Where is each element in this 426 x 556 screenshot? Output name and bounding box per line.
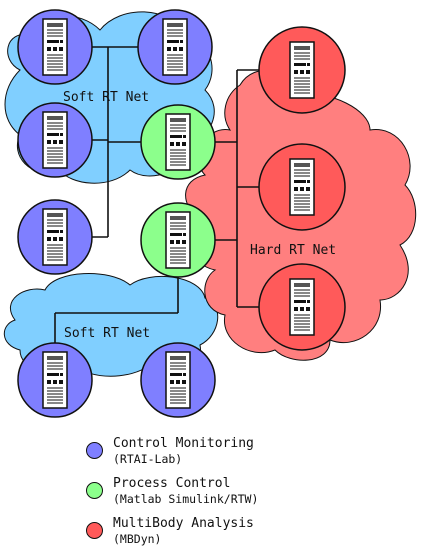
computer-tower-icon: [42, 208, 68, 266]
process-control-node-upper: [140, 104, 216, 180]
legend-item-control-monitoring: Control Monitoring (RTAI-Lab): [86, 436, 416, 476]
computer-tower-icon: [165, 351, 191, 409]
monitoring-color-swatch: [86, 442, 103, 459]
multibody-node-bottom: [258, 263, 346, 351]
computer-tower-icon: [42, 351, 68, 409]
process-control-node-lower: [140, 202, 216, 278]
soft-rt-net-bottom-label: Soft RT Net: [64, 326, 150, 341]
computer-tower-icon: [165, 113, 191, 171]
monitoring-node-mid-left: [17, 102, 93, 178]
multibody-node-middle: [258, 143, 346, 231]
legend-subtitle: (RTAI-Lab): [113, 452, 183, 466]
legend-title: Control Monitoring: [113, 436, 254, 451]
monitoring-node-top-left: [17, 9, 93, 85]
computer-tower-icon: [289, 278, 315, 336]
computer-tower-icon: [289, 41, 315, 99]
monitoring-node-top-right: [137, 9, 213, 85]
computer-tower-icon: [165, 211, 191, 269]
legend-title: Process Control: [113, 476, 231, 491]
monitoring-node-bottom-right: [140, 342, 216, 418]
legend-title: MultiBody Analysis: [113, 516, 254, 531]
legend-item-multibody-analysis: MultiBody Analysis (MBDyn): [86, 516, 416, 556]
computer-tower-icon: [289, 158, 315, 216]
process-color-swatch: [86, 482, 103, 499]
multibody-node-top: [258, 26, 346, 114]
computer-tower-icon: [42, 111, 68, 169]
monitoring-node-bottom-left: [17, 342, 93, 418]
hard-rt-net-label: Hard RT Net: [250, 243, 336, 258]
legend-subtitle: (Matlab Simulink/RTW): [113, 492, 259, 506]
legend-subtitle: (MBDyn): [113, 532, 162, 546]
computer-tower-icon: [42, 18, 68, 76]
legend: Control Monitoring (RTAI-Lab) Process Co…: [86, 436, 416, 556]
multibody-color-swatch: [86, 522, 103, 539]
soft-rt-net-top-label: Soft RT Net: [63, 90, 149, 105]
computer-tower-icon: [162, 18, 188, 76]
monitoring-node-lower-left: [17, 199, 93, 275]
legend-item-process-control: Process Control (Matlab Simulink/RTW): [86, 476, 416, 516]
